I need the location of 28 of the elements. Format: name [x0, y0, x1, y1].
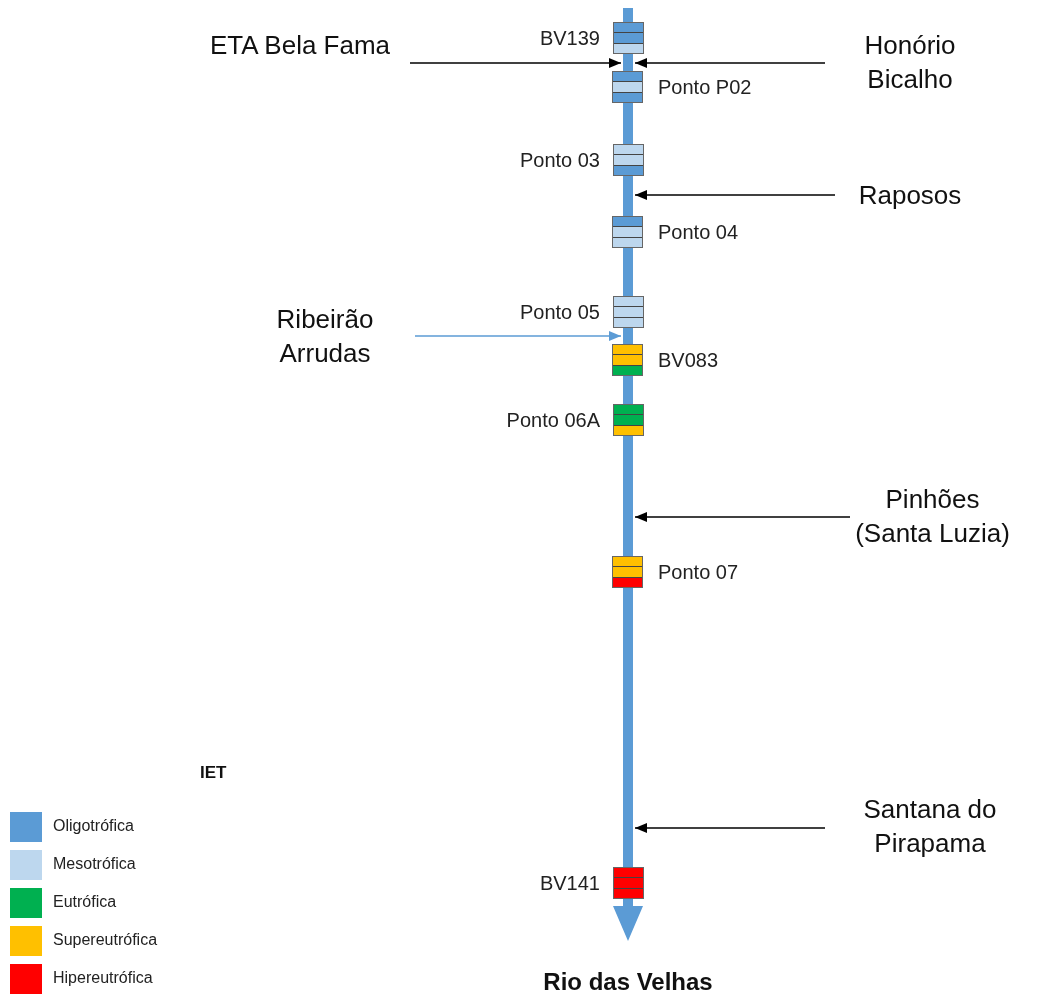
- place-label: Pinhões (Santa Luzia): [845, 482, 1020, 550]
- station-label: Ponto 06A: [506, 408, 600, 432]
- legend-heading: IET: [200, 763, 227, 783]
- arrow: [634, 58, 826, 68]
- station-label: Ponto P02: [658, 75, 752, 99]
- place-label: Santana do Pirapama: [820, 792, 1040, 860]
- legend-text: Supereutrófica: [53, 931, 158, 949]
- arrow: [634, 190, 836, 200]
- arrow: [414, 331, 622, 341]
- station-label: Ponto 05: [519, 300, 600, 324]
- arrow: [634, 823, 826, 833]
- place-label: Ribeirão Arrudas: [230, 302, 420, 370]
- legend-text: Hipereutrófica: [53, 969, 153, 987]
- station-label: Ponto 03: [519, 148, 600, 172]
- station-label: BV083: [658, 348, 719, 372]
- station-label: BV139: [539, 26, 600, 50]
- place-label: ETA Bela Fama: [185, 28, 415, 62]
- place-label: Honório Bicalho: [820, 28, 1000, 96]
- station-label: Ponto 07: [658, 560, 739, 584]
- arrow: [409, 58, 622, 68]
- legend-text: Eutrófica: [53, 893, 117, 911]
- station-label: BV141: [539, 871, 600, 895]
- arrow: [634, 512, 851, 522]
- place-label: Raposos: [830, 178, 990, 212]
- river-name: Rio das Velhas: [542, 968, 714, 996]
- legend-text: Oligotrófica: [53, 817, 134, 835]
- station-label: Ponto 04: [658, 220, 739, 244]
- legend-text: Mesotrófica: [53, 855, 136, 873]
